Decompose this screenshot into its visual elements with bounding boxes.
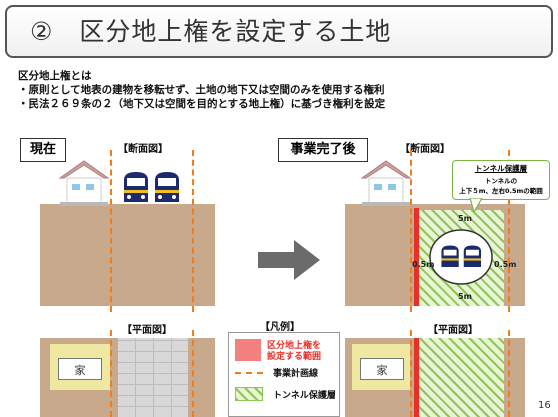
right-plan-protection [418, 338, 504, 417]
callout-pointer [469, 198, 483, 212]
legend-swatch-protection [235, 387, 263, 401]
callout-line-1: トンネルの [484, 177, 518, 185]
definition-line-1: ・原則として地表の建物を移転せず、土地の地下又は空間のみを使用する権利 [18, 84, 385, 96]
right-plan-house: 家 [360, 358, 404, 380]
right-plan-red-band [414, 338, 419, 417]
dim-top-5m: 5m [458, 214, 472, 223]
legend-title: 【凡例】 [260, 322, 300, 333]
right-plan-line-c [410, 330, 412, 417]
after-completion-label: 事業完了後 [278, 138, 368, 162]
callout-line-2: 上下５m、左右0.5mの範囲 [459, 187, 543, 195]
left-train-icon [124, 172, 179, 202]
right-plan-line-d [508, 330, 510, 417]
tunnel-icon [429, 229, 493, 285]
left-plan-house: 家 [58, 358, 102, 380]
right-plan-line-a [410, 150, 412, 312]
legend-swatch-sectional [235, 339, 261, 361]
page-number: 16 [538, 400, 551, 411]
callout-title: トンネル保護層 [474, 164, 528, 173]
left-house-label: 家 [74, 364, 86, 377]
legend-label-protection: トンネル保護層 [273, 391, 336, 401]
legend-swatch-plan-line [235, 372, 263, 374]
left-plan-line-d [192, 330, 194, 417]
right-house-icon [360, 160, 412, 206]
left-plan-line-b [192, 150, 194, 312]
arrow-right-icon [258, 240, 320, 280]
left-ground [40, 204, 215, 306]
current-label: 現在 [20, 138, 66, 162]
sectional-superficies-band [414, 208, 419, 306]
right-cross-section-label: 【断面図】 [400, 144, 450, 155]
right-plan-label: 【平面図】 [428, 325, 478, 336]
left-plan-line-c [110, 330, 112, 417]
slide-title-box [5, 5, 553, 58]
left-plan-label: 【平面図】 [122, 325, 172, 336]
left-cross-section-label: 【断面図】 [118, 144, 168, 155]
legend-box: 区分地上権を 設定する範囲 事業計画線 トンネル保護層 [228, 332, 340, 417]
left-plan-road [118, 338, 188, 417]
dim-right-0-5m: 0.5m [494, 260, 517, 269]
dim-bottom-5m: 5m [458, 292, 472, 301]
dim-left-0-5m: 0.5m [412, 260, 435, 269]
left-house-icon [58, 160, 110, 206]
definition-heading: 区分地上権とは [18, 70, 92, 82]
definition-line-2: ・民法２６９条の２（地下又は空間を目的とする地上権）に基づき権利を設定 [18, 98, 386, 110]
slide-title: ② 区分地上権を設定する土地 [30, 17, 392, 46]
legend-label-sectional-2: 設定する範囲 [267, 352, 322, 362]
legend-label-sectional-1: 区分地上権を [267, 341, 322, 351]
right-house-label: 家 [376, 364, 388, 377]
left-plan-line-a [110, 150, 112, 312]
legend-label-plan-line: 事業計画線 [273, 369, 319, 379]
protection-layer-callout: トンネル保護層 トンネルの 上下５m、左右0.5mの範囲 [452, 160, 550, 200]
right-plan-line-b [508, 150, 510, 312]
